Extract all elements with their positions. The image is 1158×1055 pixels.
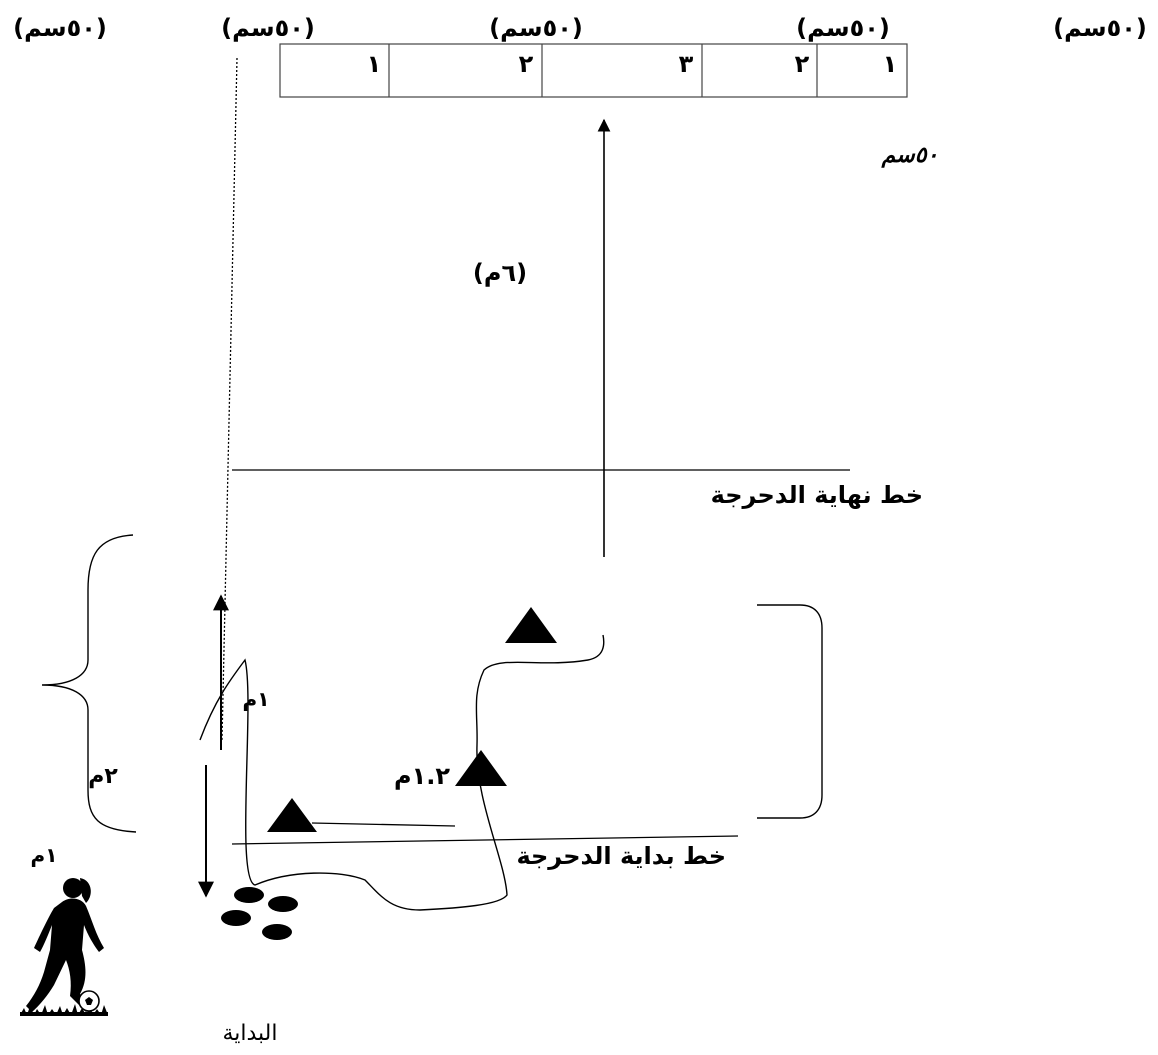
- zone-score: ١: [883, 50, 898, 78]
- distance-2m-label: ٢م: [88, 764, 118, 789]
- ball: [221, 910, 251, 926]
- dotted-guide-line: [221, 57, 238, 741]
- top-distance-label: (٥٠سم): [1053, 14, 1147, 42]
- target-zone-box: [279, 43, 908, 98]
- target-zones: ١ ٢ ٣ ٢ ١: [279, 43, 908, 98]
- cone-top: [505, 607, 557, 643]
- ball: [262, 924, 292, 940]
- top-distance-label: (٥٠سم): [796, 14, 890, 42]
- top-distance-label: (٥٠سم): [13, 14, 107, 42]
- dribble-start-line-label: خط بداية الدحرجة: [516, 842, 726, 870]
- zone-score: ٢: [519, 50, 534, 78]
- dribble-end-line-label: خط نهاية الدحرجة: [711, 481, 923, 509]
- cone-connector-line: [311, 822, 456, 827]
- distance-1-2m-label: ١.٢م: [394, 762, 450, 790]
- dribble-path: [199, 634, 605, 911]
- zone-width-label: ٥٠سم: [881, 143, 939, 168]
- left-brace: [41, 534, 137, 833]
- right-bracket: [757, 604, 823, 819]
- distance-1m-label: ١م: [243, 687, 270, 711]
- top-distance-label: (٥٠سم): [489, 14, 583, 42]
- player-distance-label: ١م: [31, 843, 58, 867]
- start-label: البداية: [222, 1021, 277, 1046]
- top-distance-label: (٥٠سم): [221, 14, 315, 42]
- ball: [268, 896, 298, 912]
- distance-6m-label: (٦م): [473, 259, 527, 287]
- ball: [234, 887, 264, 903]
- cone-middle: [455, 750, 507, 786]
- zone-score: ٢: [795, 50, 810, 78]
- dribble-start-line: [231, 835, 739, 845]
- zone-score: ٣: [679, 50, 694, 78]
- zone-score: ١: [367, 50, 382, 78]
- player-silhouette: ١م: [20, 843, 108, 1016]
- cone-left: [267, 798, 317, 832]
